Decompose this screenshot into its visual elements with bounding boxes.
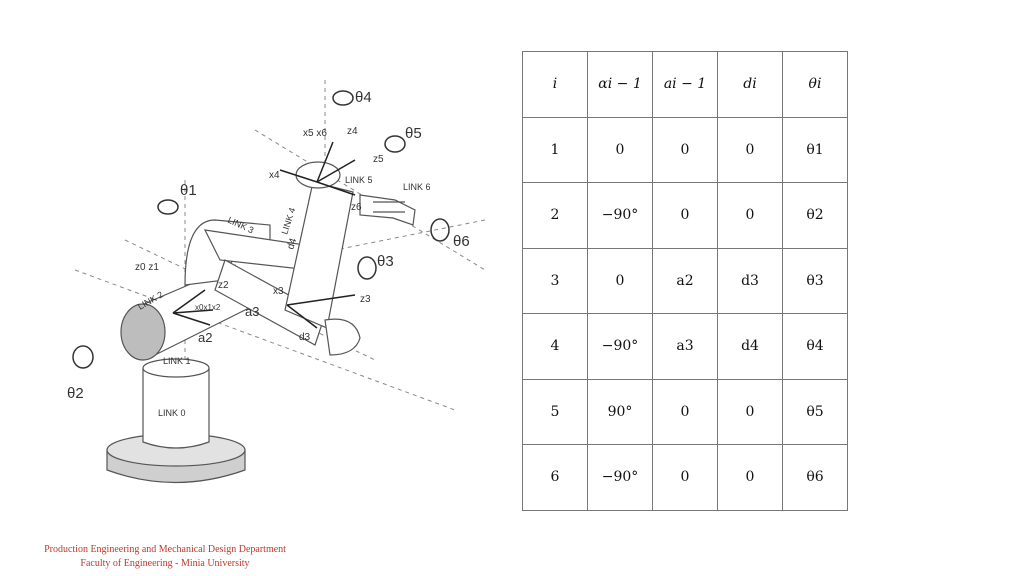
table-cell: 90° <box>587 378 653 445</box>
table-cell: 6 <box>522 444 588 511</box>
table-cell: θ6 <box>782 444 848 511</box>
table-cell: θ1 <box>782 116 848 183</box>
table-header-row: i αi − 1 ai − 1 di θi <box>522 51 848 118</box>
table-cell: θ4 <box>782 313 848 380</box>
header-d: di <box>717 51 783 118</box>
table-cell: 3 <box>522 247 588 314</box>
axis-label-d4: d4 <box>285 237 299 251</box>
table-cell: θ2 <box>782 182 848 249</box>
robot-forearm <box>284 161 361 356</box>
table-cell: d4 <box>717 313 783 380</box>
link5-label: LINK 5 <box>345 175 373 185</box>
link0-label: LINK 0 <box>158 408 186 418</box>
theta1-label: θ1 <box>180 182 197 199</box>
table-cell: θ3 <box>782 247 848 314</box>
footer-university: Faculty of Engineering - Minia Universit… <box>80 558 250 569</box>
table-row: 3 0 a2 d3 θ3 <box>522 247 848 314</box>
axis-label-x3: x3 <box>273 286 284 297</box>
robot-base <box>106 358 246 484</box>
table-cell: d3 <box>717 247 783 314</box>
table-cell: 0 <box>587 116 653 183</box>
theta2-label: θ2 <box>67 385 84 402</box>
axis-label-x4: x4 <box>269 170 280 181</box>
table-row: 4 −90° a3 d4 θ4 <box>522 313 848 380</box>
axis-label-a2: a2 <box>198 330 212 345</box>
axis-label-z2: z2 <box>218 280 229 291</box>
footer-department: Production Engineering and Mechanical De… <box>44 544 286 555</box>
axis-label-x0x1x2: x0x1x2 <box>195 303 221 312</box>
table-cell: 5 <box>522 378 588 445</box>
table-cell: 0 <box>652 182 718 249</box>
robot-gripper <box>359 194 416 226</box>
table-cell: 4 <box>522 313 588 380</box>
table-cell: 2 <box>522 182 588 249</box>
header-alpha: αi − 1 <box>587 51 653 118</box>
table-row: 5 90° 0 0 θ5 <box>522 378 848 445</box>
table-cell: 0 <box>717 444 783 511</box>
robot-arm-diagram: θ4 θ5 θ1 θ6 θ3 θ2 LINK 0 LINK 1 LINK 2 L… <box>67 80 486 484</box>
axis-label-d3: d3 <box>299 332 311 343</box>
header-theta: θi <box>782 51 848 118</box>
dh-parameter-table: i αi − 1 ai − 1 di θi 1 0 0 0 θ1 2 −90° … <box>522 51 848 511</box>
axis-label-z0z1: z0 z1 <box>135 262 159 273</box>
table-cell: 1 <box>522 116 588 183</box>
table-cell: −90° <box>587 313 653 380</box>
table-cell: 0 <box>587 247 653 314</box>
table-cell: 0 <box>717 116 783 183</box>
axis-label-a3: a3 <box>245 304 259 319</box>
table-cell: 0 <box>652 116 718 183</box>
axis-label-z4: z4 <box>347 126 358 137</box>
link1-label: LINK 1 <box>163 356 191 366</box>
table-row: 6 −90° 0 0 θ6 <box>522 444 848 511</box>
axis-label-z6: z6 <box>351 202 362 213</box>
theta6-label: θ6 <box>453 233 470 250</box>
link6-label: LINK 6 <box>403 182 431 192</box>
table-cell: 0 <box>652 378 718 445</box>
table-cell: 0 <box>717 378 783 445</box>
theta3-label: θ3 <box>377 253 394 270</box>
table-cell: a3 <box>652 313 718 380</box>
table-cell: 0 <box>717 182 783 249</box>
link4-label: LINK 4 <box>279 206 297 235</box>
table-cell: a2 <box>652 247 718 314</box>
table-row: 1 0 0 0 θ1 <box>522 116 848 183</box>
header-i: i <box>522 51 588 118</box>
header-a: ai − 1 <box>652 51 718 118</box>
theta5-label: θ5 <box>405 125 422 142</box>
axis-label-z3: z3 <box>360 294 371 305</box>
axis-label-x5x6: x5 x6 <box>303 128 327 139</box>
theta4-label: θ4 <box>355 89 372 106</box>
table-cell: −90° <box>587 444 653 511</box>
table-cell: −90° <box>587 182 653 249</box>
table-cell: θ5 <box>782 378 848 445</box>
table-cell: 0 <box>652 444 718 511</box>
axis-label-z5: z5 <box>373 154 384 165</box>
table-row: 2 −90° 0 0 θ2 <box>522 182 848 249</box>
